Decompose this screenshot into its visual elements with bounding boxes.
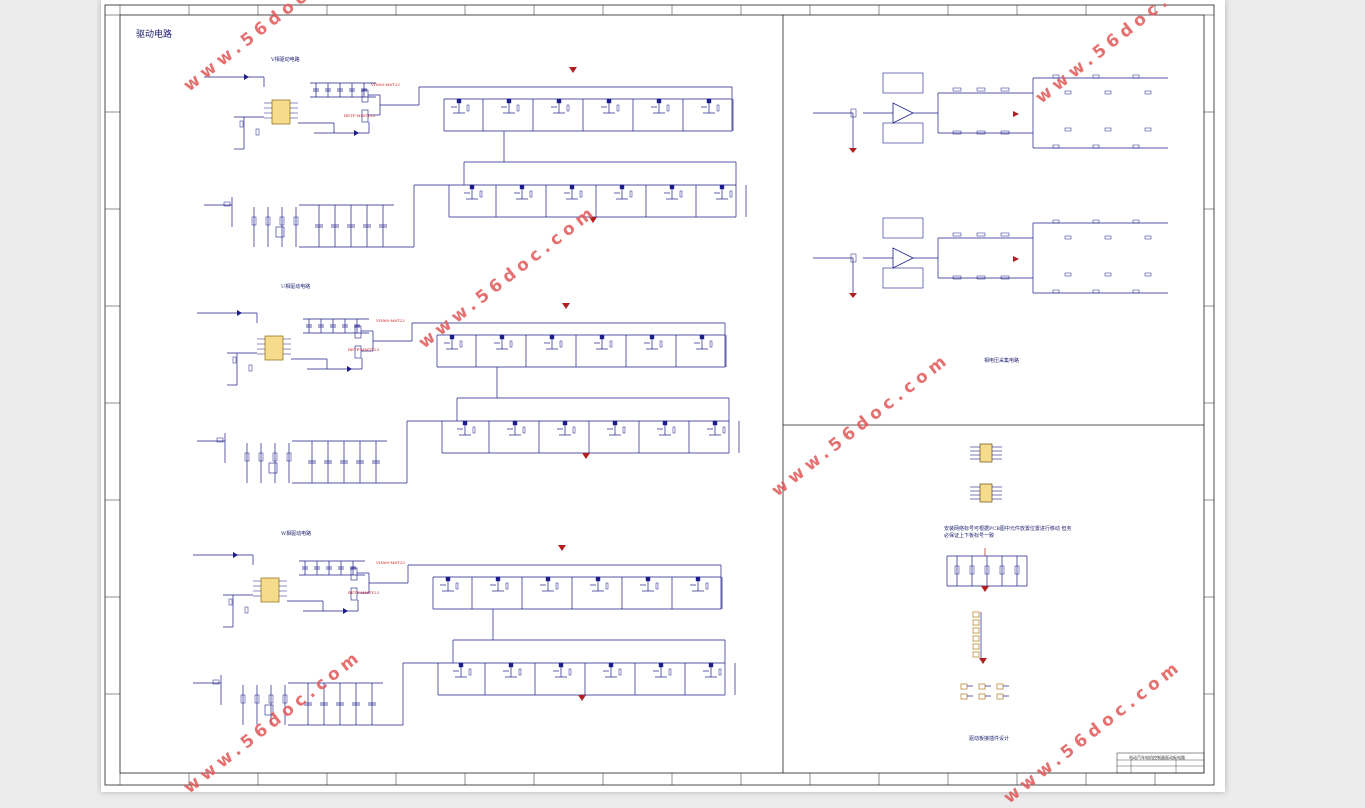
main-section-title: 驱动电路 [136, 30, 173, 40]
w-driver-part-top: VIN60-M6T23 [376, 560, 405, 565]
schematic-drawing [104, 4, 1215, 786]
v-driver-part-top: VIN60-M6T23 [371, 82, 400, 87]
drawing-frame [104, 4, 1215, 786]
v-phase-label: V相驱动电路 [271, 57, 300, 63]
v-driver-part-bottom: RETF-MMTY23 [344, 113, 376, 118]
connector-note: 安装网络标号可根据PCB图中元件放置位置进行移动 但务必保证上下板标号一致 [944, 526, 1072, 539]
w-phase-label: W相驱动电路 [281, 531, 312, 537]
w-driver-part-bottom: RETF-MMTY23 [348, 590, 380, 595]
circuit-wiring [193, 67, 1168, 726]
u-phase-label: U相驱动电路 [281, 284, 311, 290]
schematic-sheet: 驱动电路 V相驱动电路 VIN60-M6T23 RETF-MMTY23 U相驱动… [101, 0, 1225, 808]
u-driver-part-bottom: RETF-MMTY23 [348, 347, 380, 352]
title-block-text: 电动汽车电机控制器驱动板电路 [1129, 755, 1185, 760]
connector-section-label: 驱动板接插件设计 [969, 736, 1010, 742]
voltage-section-label: 相电压采集电路 [984, 358, 1020, 364]
u-driver-part-top: VIN60-M6T23 [376, 318, 405, 323]
